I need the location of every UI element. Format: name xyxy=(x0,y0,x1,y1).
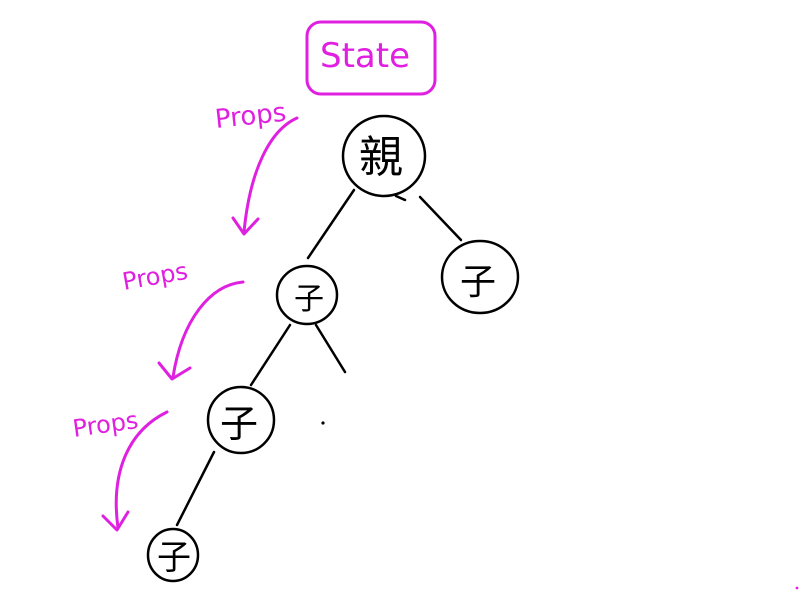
props-arrow-3 xyxy=(114,410,169,530)
node-parent-circle xyxy=(341,114,427,198)
edge-child-mid-dangling xyxy=(314,323,347,374)
props-group-1: Props xyxy=(214,98,299,236)
props-arrow-2 xyxy=(171,280,245,379)
node-parent-label: 親 xyxy=(359,132,403,183)
edge-parent-child-right xyxy=(418,195,463,242)
node-child-mid-label: 子 xyxy=(294,282,324,317)
props-group-3: Props xyxy=(71,406,169,532)
props-arrowhead-1 xyxy=(231,216,260,236)
state-box-border xyxy=(305,20,437,96)
node-child-right: 子 xyxy=(440,239,520,315)
tree-edges xyxy=(175,188,463,527)
props-label-3: Props xyxy=(71,406,140,443)
edge-parent-child-mid xyxy=(306,188,356,260)
edge-child-lower-child-bottom xyxy=(175,450,216,527)
edge-parent-tail xyxy=(394,194,407,202)
node-child-right-circle xyxy=(440,239,520,315)
node-parent: 親 xyxy=(341,114,427,198)
edge-child-mid-child-lower xyxy=(249,323,292,387)
node-child-bottom: 子 xyxy=(146,527,200,583)
props-label-1: Props xyxy=(214,98,288,135)
node-child-mid-circle xyxy=(275,264,339,326)
node-child-lower: 子 xyxy=(206,385,276,455)
node-child-right-label: 子 xyxy=(460,262,496,303)
node-child-bottom-circle xyxy=(146,527,200,583)
props-label-2: Props xyxy=(120,257,190,296)
props-group-2: Props xyxy=(120,257,245,381)
props-arrowhead-2 xyxy=(157,361,192,381)
node-child-lower-label: 子 xyxy=(220,402,258,446)
stray-dot xyxy=(321,421,325,425)
stray-dot-accent xyxy=(795,586,799,590)
state-box: State xyxy=(305,20,437,96)
node-child-bottom-label: 子 xyxy=(157,538,191,578)
node-child-lower-circle xyxy=(206,385,276,455)
state-label: State xyxy=(320,36,410,76)
props-arrow-1 xyxy=(242,116,299,234)
node-child-mid: 子 xyxy=(275,264,339,326)
props-arrowhead-3 xyxy=(101,510,130,532)
